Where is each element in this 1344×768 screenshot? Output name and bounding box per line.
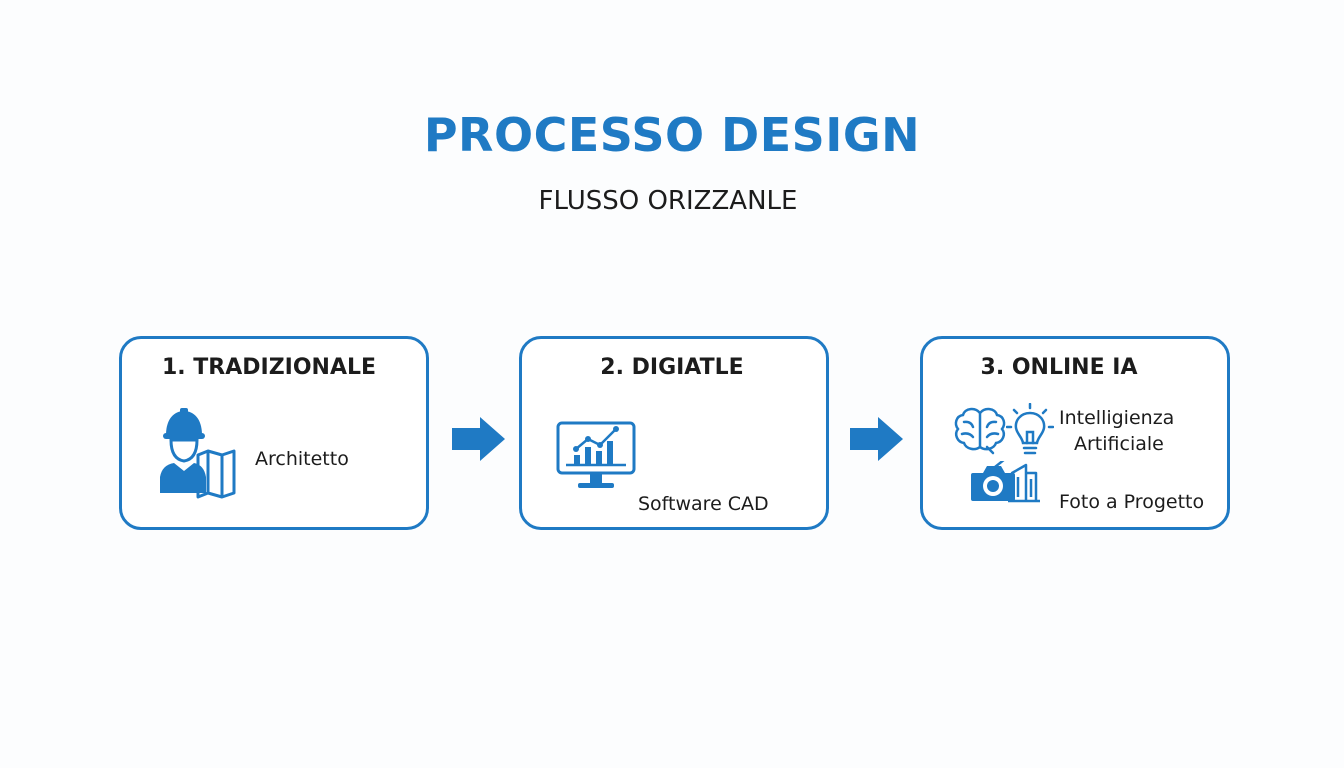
building-icon <box>1008 463 1040 503</box>
step-card-traditional: 1. TRADIZIONALE Architetto <box>119 336 429 530</box>
step-title: 3. ONLINE IA <box>980 355 1138 380</box>
architect-icon <box>160 408 206 493</box>
brain-icon <box>954 407 1006 455</box>
step-label-ai-line2: Artificiale <box>1074 433 1164 455</box>
lightbulb-icon <box>1006 403 1054 455</box>
step-card-digital: 2. DIGIATLE Software CAD <box>519 336 829 530</box>
step-label-cad: Software CAD <box>638 493 769 515</box>
step-label-photo: Foto a Progetto <box>1059 491 1205 513</box>
page-title: PROCESSO DESIGN <box>423 108 921 162</box>
step-label-architect: Architetto <box>255 448 349 470</box>
blueprint-icon <box>196 449 236 499</box>
flow-arrow <box>850 417 903 461</box>
step-label-ai-line1: Intelligienza <box>1059 407 1175 429</box>
flow-arrow <box>452 417 505 461</box>
monitor-chart-icon <box>556 421 636 488</box>
page-subtitle: FLUSSO ORIZZANLE <box>538 186 798 216</box>
step-title: 2. DIGIATLE <box>600 355 744 380</box>
camera-icon <box>971 461 1015 501</box>
step-title: 1. TRADIZIONALE <box>161 355 377 380</box>
step-card-online-ai: 3. ONLINE IA <box>920 336 1230 530</box>
